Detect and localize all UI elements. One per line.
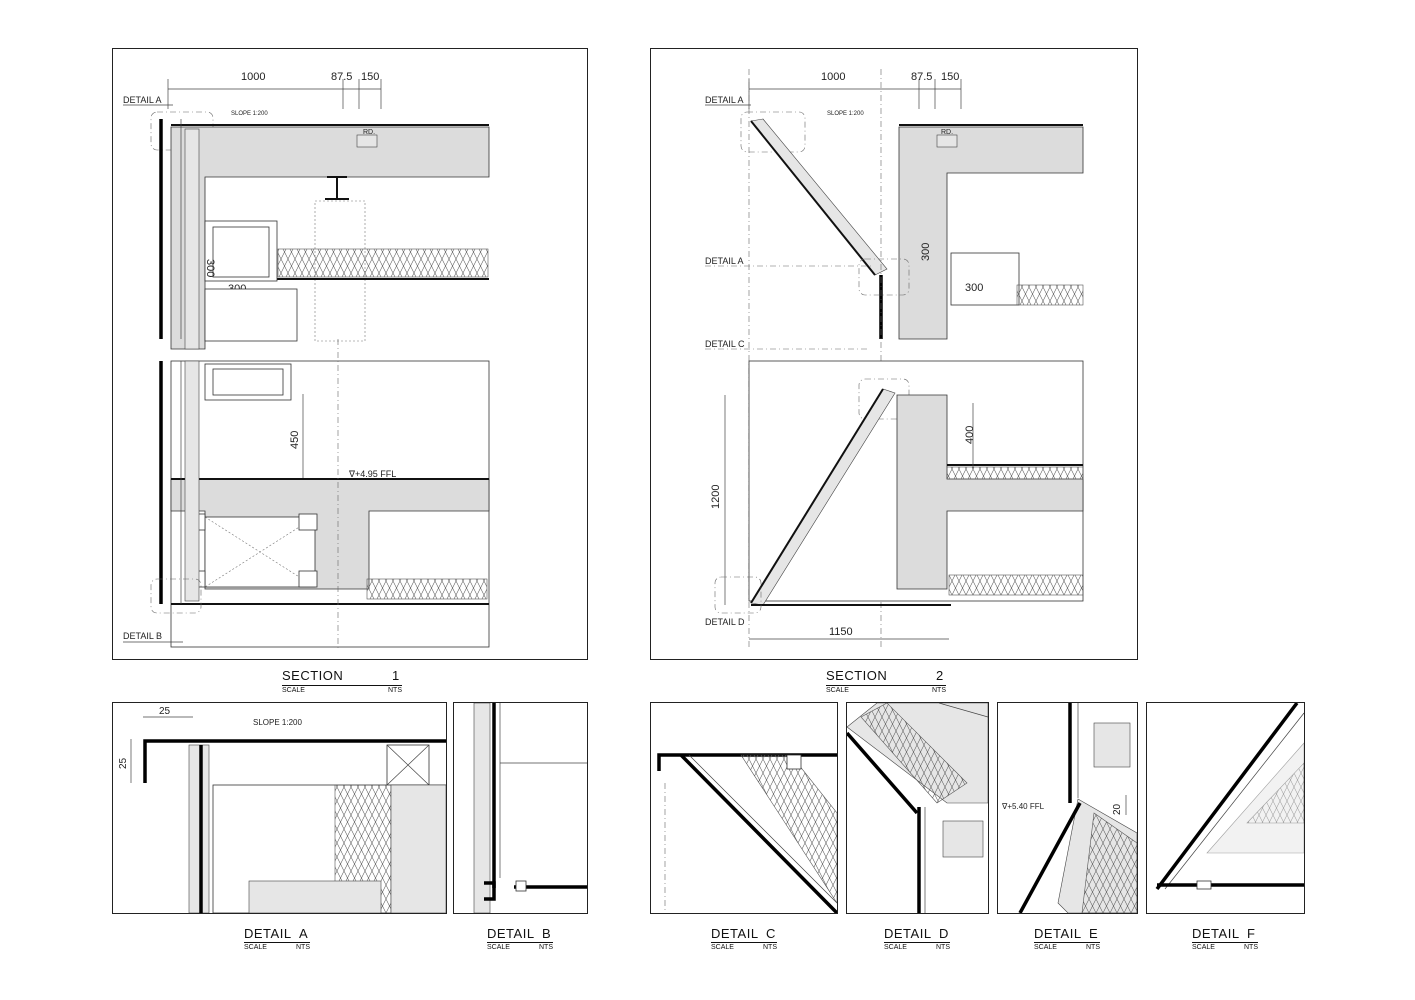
dim-87-5: 87.5	[331, 71, 352, 83]
detail-d-caption: DETAIL D SCALE NTS	[884, 926, 950, 951]
detail-b-drawing	[453, 702, 588, 914]
detail-c-drawing	[650, 702, 838, 914]
svg-text:87.5: 87.5	[911, 71, 932, 83]
detail-a-caption: DETAIL A SCALE NTS	[244, 926, 310, 951]
detail-c-caption: DETAIL C SCALE NTS	[711, 926, 777, 951]
section-1-number: 1	[392, 668, 400, 683]
dim-150: 150	[361, 71, 379, 83]
svg-text:1200: 1200	[710, 485, 722, 509]
detail-a-callout: DETAIL A	[123, 95, 162, 105]
svg-text:300: 300	[965, 282, 983, 294]
detail-e-drawing: ∇+5.40 FFL 20	[997, 702, 1138, 914]
detail-a-drawing: 25 25 SLOPE 1:200	[112, 702, 447, 914]
svg-text:SLOPE 1:200: SLOPE 1:200	[253, 718, 302, 727]
svg-text:450: 450	[289, 431, 301, 449]
svg-text:RD.: RD.	[941, 129, 953, 136]
svg-text:1150: 1150	[829, 626, 853, 638]
dim-1000: 1000	[241, 71, 265, 83]
svg-text:SLOPE 1:200: SLOPE 1:200	[231, 111, 268, 117]
svg-text:DETAIL A: DETAIL A	[705, 256, 744, 266]
svg-text:RD.: RD.	[363, 129, 375, 136]
section-2-caption: SECTION 2 SCALE NTS	[826, 668, 946, 694]
svg-text:SLOPE 1:200: SLOPE 1:200	[827, 111, 864, 117]
detail-e-caption: DETAIL E SCALE NTS	[1034, 926, 1100, 951]
svg-text:400: 400	[964, 426, 976, 444]
detail-d-drawing	[846, 702, 989, 914]
svg-text:∇+5.40 FFL: ∇+5.40 FFL	[1001, 802, 1045, 811]
detail-f-drawing	[1146, 702, 1305, 914]
svg-text:DETAIL D: DETAIL D	[705, 617, 745, 627]
section-1-drawing: 1000 87.5 150 DETAIL A SLOPE 1:200 RD. 3…	[112, 48, 588, 660]
level-4-95: ∇+4.95 FFL	[348, 469, 396, 479]
svg-text:DETAIL C: DETAIL C	[705, 339, 745, 349]
section-2-title: SECTION	[826, 668, 888, 683]
detail-b-caption: DETAIL B SCALE NTS	[487, 926, 553, 951]
svg-text:150: 150	[941, 71, 959, 83]
svg-text:DETAIL A: DETAIL A	[705, 95, 744, 105]
svg-text:300: 300	[204, 259, 216, 277]
svg-text:20: 20	[1112, 803, 1123, 815]
svg-text:25: 25	[159, 706, 171, 717]
detail-f-caption: DETAIL F SCALE NTS	[1192, 926, 1258, 951]
svg-text:1000: 1000	[821, 71, 845, 83]
section-1-title: SECTION	[282, 668, 344, 683]
svg-text:300: 300	[920, 243, 932, 261]
svg-text:25: 25	[118, 757, 129, 769]
section-2-number: 2	[936, 668, 944, 683]
section-1-caption: SECTION 1 SCALE NTS	[282, 668, 402, 694]
detail-b-callout: DETAIL B	[123, 631, 162, 641]
section-2-drawing: 1000 87.5 150 DETAIL A SLOPE 1:200 RD. D…	[650, 48, 1138, 660]
